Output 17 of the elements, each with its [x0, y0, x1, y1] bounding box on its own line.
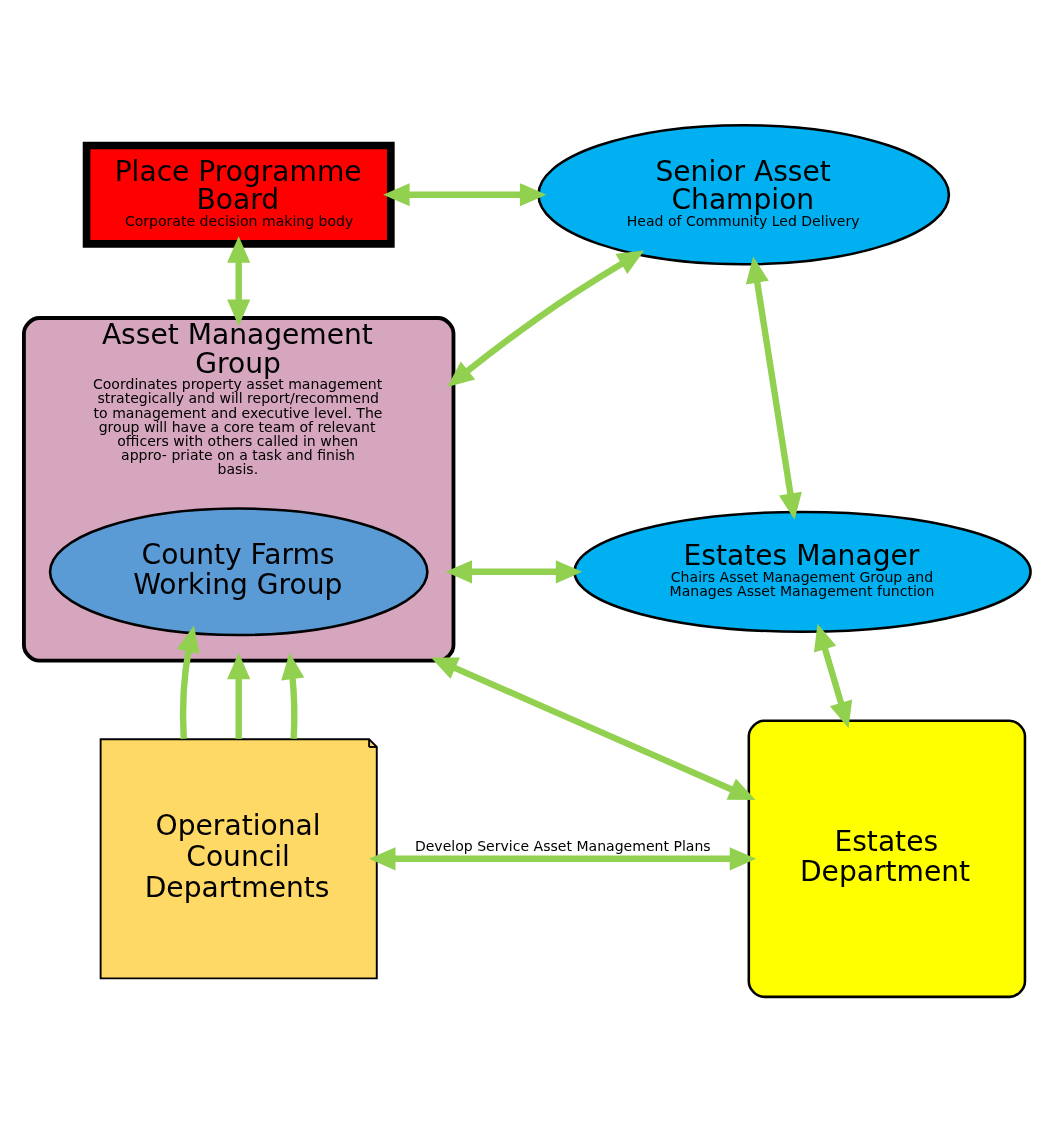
node-ellipse: Senior Asset Champion Head of Community Led Delivery	[537, 123, 951, 266]
arrow	[281, 652, 305, 739]
arrow	[430, 657, 756, 800]
node-ellipse: Estates Manager Chairs Asset Management Group and Manages Asset Management function	[573, 510, 1032, 633]
node-ellipse: County Farms Working Group	[48, 507, 429, 637]
arrow	[176, 625, 200, 739]
arrow	[368, 847, 757, 871]
node-box: Place Programme Board Corporate decision making body	[82, 141, 395, 248]
arrow	[383, 183, 547, 207]
arrow	[745, 256, 802, 520]
arrow	[445, 560, 583, 584]
arrow	[227, 652, 251, 739]
arrow	[813, 623, 853, 729]
arrow	[447, 250, 645, 388]
edge-label: Develop Service Asset Management Plans	[414, 837, 711, 854]
node-box: Estates Department	[747, 719, 1027, 999]
arrow	[227, 236, 251, 326]
